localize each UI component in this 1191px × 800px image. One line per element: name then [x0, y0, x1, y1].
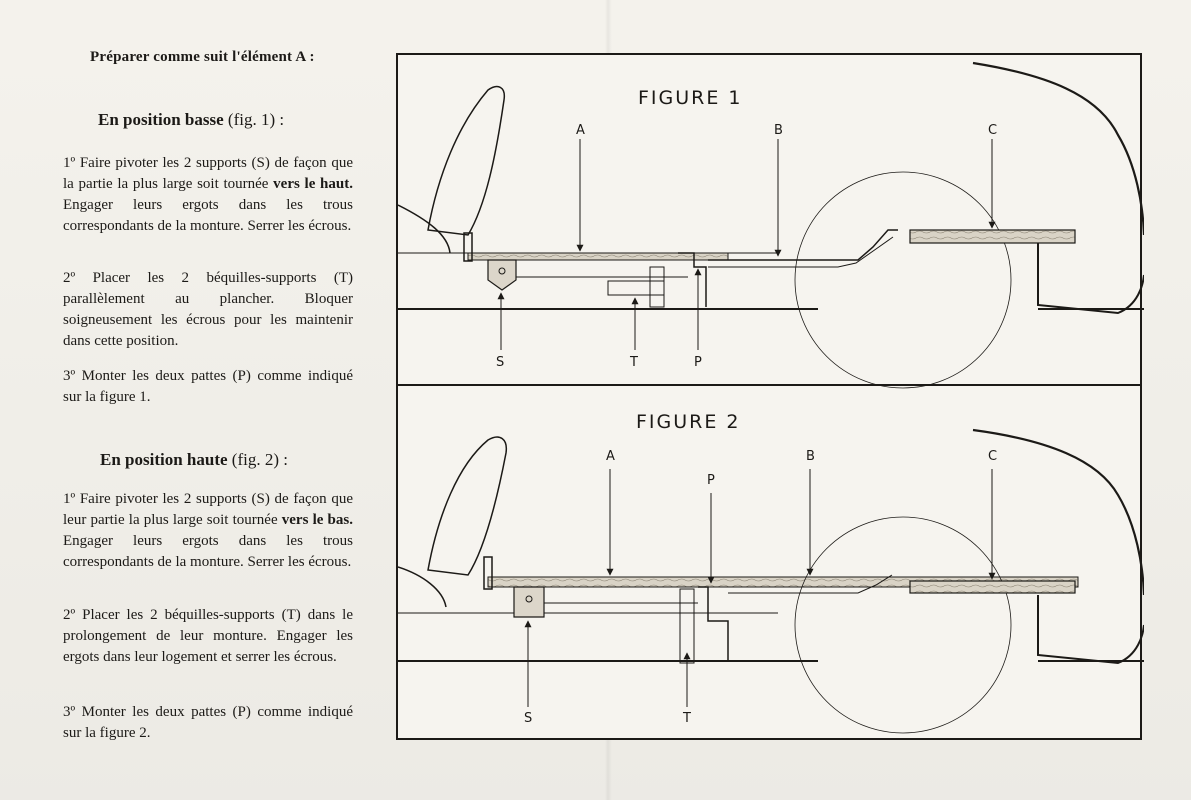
figure-1-title: FIGURE 1	[638, 87, 743, 109]
high-step-1: 1º Faire pivoter les 2 supports (S) de f…	[63, 489, 353, 573]
figure-1-wheel	[794, 171, 1012, 389]
high-step-2: 2º Placer les 2 béquilles-supports (T) d…	[63, 607, 353, 665]
figure-1-label-t: T	[630, 355, 638, 370]
figure-2-label-b: B	[806, 449, 815, 464]
figure-2-title: FIGURE 2	[636, 411, 741, 433]
figure-2-struts-t	[544, 588, 698, 664]
figure-2-wheel	[794, 516, 1012, 734]
low-step-1: 1º Faire pivoter les 2 supports (S) de f…	[63, 153, 353, 237]
figure-1-struts-t	[516, 266, 688, 308]
figure-1-label-c: C	[988, 123, 998, 138]
low-position-title-rest: (fig. 1) :	[223, 110, 285, 129]
high-position-title: En position haute (fig. 2) :	[100, 450, 288, 470]
figure-2-label-t: T	[683, 711, 691, 726]
figure-1-body-panel	[1037, 243, 1144, 315]
figure-1-label-p: P	[694, 355, 702, 370]
figure-2-support-s	[513, 586, 545, 618]
figure-1-support-s	[487, 259, 517, 291]
high-step-1-text-a: 1º Faire pivoter les 2 supports (S) de f…	[63, 491, 353, 528]
figures-drawing	[398, 61, 1144, 734]
figure-2-label-p: P	[707, 473, 715, 488]
figure-divider	[398, 384, 1140, 386]
low-position-title-bold: En position basse	[98, 110, 224, 129]
figure-2-body-panel	[1037, 595, 1144, 665]
figure-2-label-s: S	[524, 711, 533, 726]
low-position-title: En position basse (fig. 1) :	[98, 110, 284, 130]
figure-1-label-a: A	[576, 123, 585, 138]
figure-1-seat	[398, 85, 506, 254]
low-step-3: 3º Monter les deux pattes (P) comme indi…	[63, 368, 353, 405]
figure-2-label-a: A	[606, 449, 615, 464]
figure-2-board-c	[909, 580, 1076, 594]
figure-2-floor-board	[483, 556, 1079, 594]
low-step-1-bold: vers le haut.	[273, 176, 353, 192]
low-step-1-text-b: Engager leurs ergots dans les trous corr…	[63, 197, 353, 234]
low-step-1-text-a: 1º Faire pivoter les 2 supports (S) de f…	[63, 155, 353, 192]
high-step-1-text-b: Engager leurs ergots dans les trous corr…	[63, 533, 353, 570]
figure-1-label-b: B	[774, 123, 783, 138]
figure-1-board-c	[909, 229, 1076, 244]
high-position-title-bold: En position haute	[100, 450, 228, 469]
high-step-3: 3º Monter les deux pattes (P) comme indi…	[63, 704, 353, 741]
figure-1-bracket-p	[678, 252, 707, 307]
low-step-2: 2º Placer les 2 béquilles-supports (T) p…	[63, 270, 353, 349]
high-step-1-bold: vers le bas.	[281, 512, 353, 528]
high-position-title-rest: (fig. 2) :	[227, 450, 288, 469]
figure-2-seat	[398, 436, 508, 608]
figure-1-drawing	[398, 61, 1144, 389]
figure-2-label-c: C	[988, 449, 998, 464]
intro-heading: Préparer comme suit l'élément A :	[90, 49, 315, 65]
figure-1-floor-board	[463, 229, 898, 268]
figure-2-drawing	[398, 428, 1144, 734]
figures-panel: FIGURE 1 A B C S T P	[396, 53, 1144, 740]
figure-1-label-s: S	[496, 355, 505, 370]
figure-2-bracket-p	[698, 586, 729, 661]
